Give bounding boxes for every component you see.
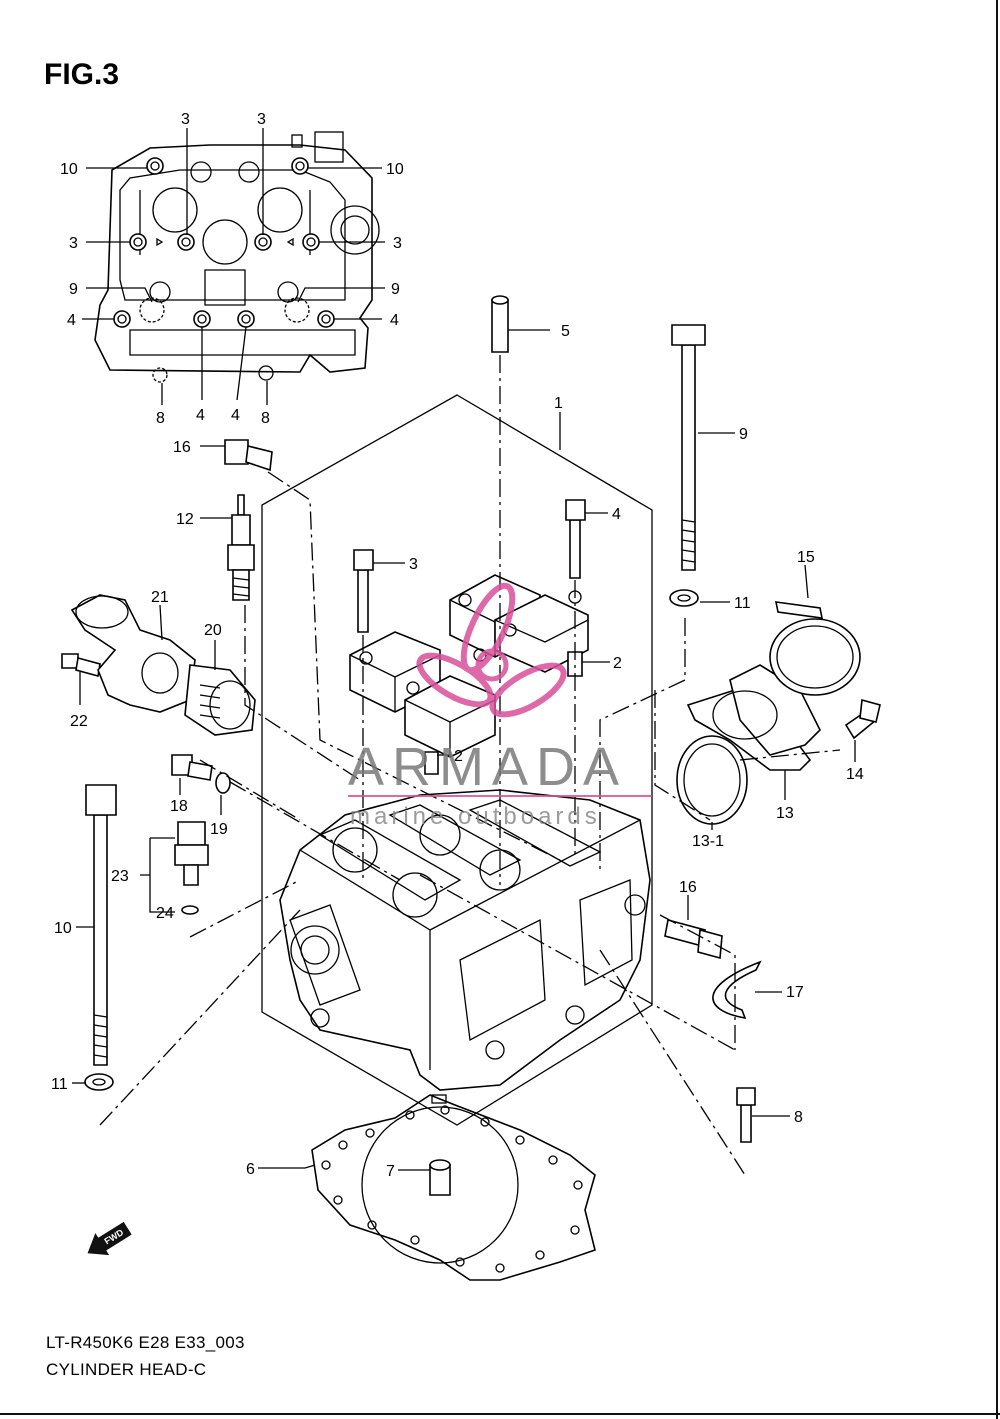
- camshaft-caps: [349, 574, 589, 758]
- callout-label: 4: [67, 312, 76, 329]
- callout-label: 16: [173, 439, 191, 456]
- callout-label: 21: [151, 589, 169, 606]
- spark-plug: [227, 494, 255, 601]
- frame-border-right: [996, 0, 998, 1419]
- section-name: CYLINDER HEAD-C: [46, 1360, 207, 1379]
- top-view-leaders: [82, 128, 385, 405]
- watermark: ARMADA marine outboards: [348, 582, 652, 830]
- callout-label: 19: [210, 821, 228, 838]
- callout-label: 4: [612, 506, 621, 523]
- callout-label: 12: [176, 511, 194, 528]
- intake-assembly: [676, 601, 861, 825]
- frame-border-bottom: [0, 1413, 1000, 1415]
- callout-label: 22: [70, 713, 88, 730]
- cylinder-head-gasket: [311, 1094, 596, 1281]
- callout-label: 4: [390, 312, 399, 329]
- main-callouts: 16 12 21 20 22 18 19 23 24 10 11 6 7 1 5…: [51, 323, 864, 1180]
- callout-label: 20: [204, 622, 222, 639]
- watermark-tagline: marine outboards: [350, 803, 601, 830]
- model-code: LT-R450K6 E28 E33_003: [46, 1333, 245, 1352]
- callout-label: 17: [786, 984, 804, 1001]
- assembly-outline: [261, 394, 653, 1126]
- alignment-lines: [99, 355, 841, 1176]
- callout-label: 11: [734, 595, 751, 612]
- callout-label: 2: [454, 748, 463, 765]
- callout-label: 4: [196, 407, 205, 424]
- callout-label: 13-1: [692, 833, 724, 850]
- callout-label: 5: [561, 323, 570, 340]
- callout-label: 15: [797, 549, 815, 566]
- callout-label: 3: [69, 235, 78, 252]
- callout-label: 8: [156, 410, 165, 427]
- callout-label: 16: [679, 879, 697, 896]
- callout-label: 4: [231, 407, 240, 424]
- cylinder-head-body: [279, 789, 651, 1091]
- callout-label: 6: [246, 1161, 255, 1178]
- watermark-brand: ARMADA: [348, 737, 627, 797]
- callout-label: 8: [794, 1109, 803, 1126]
- callout-label: 9: [391, 281, 400, 298]
- callout-label: 13: [776, 805, 794, 822]
- callout-label: 10: [60, 161, 78, 178]
- fasteners: [61, 295, 881, 1143]
- figure-title: FIG.3: [44, 58, 120, 91]
- callout-label: 3: [257, 111, 266, 128]
- callout-label: 3: [393, 235, 402, 252]
- top-view-drawing: [94, 131, 380, 383]
- top-view-callouts: 3 3 10 10 3 3 9 9 4 4 8 4 4 8: [60, 111, 404, 427]
- temperature-sensor: [174, 821, 209, 915]
- callout-label: 18: [170, 798, 188, 815]
- callout-label: 7: [386, 1163, 395, 1180]
- callout-label: 9: [739, 426, 748, 443]
- callout-label: 23: [111, 868, 129, 885]
- callout-label: 3: [181, 111, 190, 128]
- callout-label: 10: [54, 920, 72, 937]
- callout-label: 2: [613, 655, 622, 672]
- callout-label: 1: [554, 395, 563, 412]
- thermostat-assembly: [70, 594, 256, 736]
- fwd-arrow-icon: FWD: [87, 1221, 132, 1256]
- callout-label: 24: [156, 905, 174, 922]
- main-leaders: [72, 329, 856, 1171]
- callout-label: 8: [261, 410, 270, 427]
- circlip: [712, 960, 762, 1020]
- callout-label: 14: [846, 766, 864, 783]
- callout-label: 3: [409, 556, 418, 573]
- callout-label: 11: [51, 1076, 68, 1093]
- callout-label: 9: [69, 281, 78, 298]
- callout-label: 10: [386, 161, 404, 178]
